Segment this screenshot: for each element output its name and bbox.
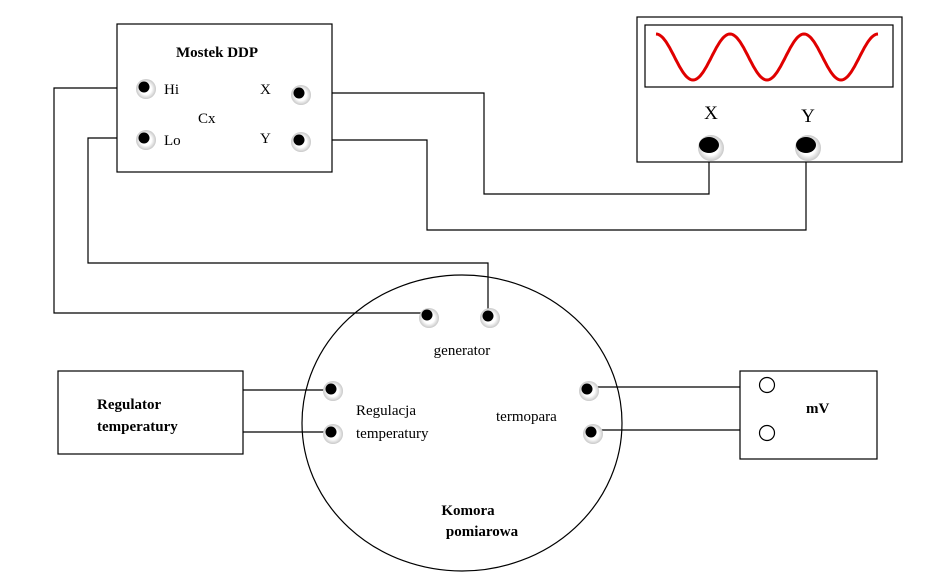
thermocouple-terminal-bottom[interactable]	[583, 424, 603, 444]
millivoltmeter-terminal-top[interactable]	[758, 376, 776, 394]
bridge-x-terminal[interactable]	[291, 85, 311, 105]
chamber-outline	[301, 274, 623, 572]
regulation-label-line2: temperatury	[356, 426, 429, 442]
oscilloscope-x-terminal[interactable]	[698, 135, 724, 161]
chamber-title-line2: pomiarowa	[446, 524, 519, 540]
bridge-y-label: Y	[260, 131, 271, 147]
oscilloscope-unit: X Y	[636, 16, 903, 163]
measurement-chamber: generator Regulacja temperatury termopar…	[301, 274, 623, 572]
generator-label: generator	[434, 343, 491, 359]
oscilloscope-y-terminal[interactable]	[795, 135, 821, 161]
bridge-hi-terminal[interactable]	[136, 79, 156, 99]
millivoltmeter-terminal-bottom[interactable]	[758, 424, 776, 442]
bridge-lo-terminal[interactable]	[136, 130, 156, 150]
generator-terminal-left[interactable]	[419, 308, 439, 328]
bridge-x-label: X	[260, 82, 271, 98]
wire-bridge-x-to-scope-x	[299, 92, 710, 195]
oscilloscope-x-label: X	[704, 103, 718, 124]
oscilloscope-y-label: Y	[801, 106, 815, 127]
bridge-title: Mostek DDP	[176, 45, 258, 61]
bridge-unit: Mostek DDP Hi Lo Cx X Y	[116, 23, 333, 173]
millivoltmeter-unit: mV	[739, 370, 878, 460]
oscilloscope-screen	[644, 24, 894, 88]
thermocouple-terminal-top[interactable]	[579, 381, 599, 401]
wire-bridge-y-to-scope-y	[299, 139, 807, 231]
regulator-label-line2: temperatury	[97, 419, 178, 435]
millivoltmeter-label: mV	[806, 401, 829, 417]
regulation-label-line1: Regulacja	[356, 403, 416, 419]
generator-terminal-right[interactable]	[480, 308, 500, 328]
wires	[53, 87, 807, 433]
wire-hi-to-generator	[53, 87, 427, 314]
bridge-cx-label: Cx	[198, 111, 216, 127]
regulator-box	[57, 370, 244, 455]
regulator-label-line1: Regulator	[97, 397, 161, 413]
thermocouple-label: termopara	[496, 409, 557, 425]
bridge-hi-label: Hi	[164, 82, 179, 98]
wire-lo-to-generator	[87, 137, 489, 316]
chamber-title-line1: Komora	[441, 503, 495, 519]
regulation-terminal-bottom[interactable]	[323, 424, 343, 444]
regulation-terminal-top[interactable]	[323, 381, 343, 401]
bridge-y-terminal[interactable]	[291, 132, 311, 152]
bridge-lo-label: Lo	[164, 133, 181, 149]
oscilloscope-sine-trace	[655, 32, 879, 82]
temperature-regulator-unit: Regulator temperatury	[57, 370, 244, 455]
